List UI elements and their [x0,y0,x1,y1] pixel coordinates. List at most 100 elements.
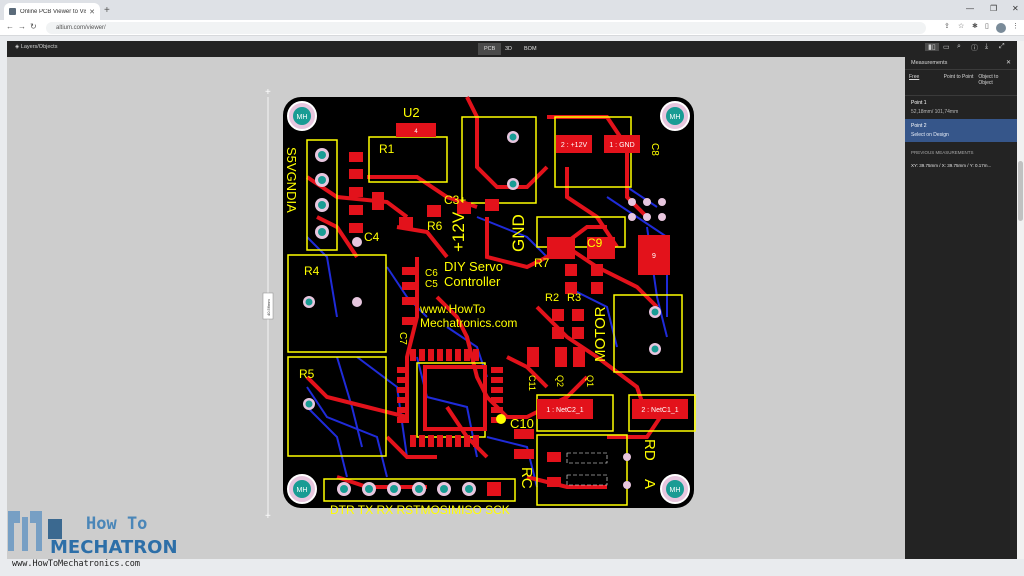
minimize-icon[interactable]: — [966,4,974,13]
label-r1: R1 [379,142,395,156]
url-field[interactable]: altium.com/viewer/ [46,22,926,34]
share-icon[interactable]: ⇪ [944,23,950,30]
reload-icon[interactable]: ↻ [30,22,37,31]
back-icon[interactable]: ← [6,22,14,31]
pcb-canvas[interactable]: + + 40.56mm [7,57,905,559]
previous-measurement-item[interactable]: XY: 39.75mm / X: 39.75mm / Y: 0.17m... [911,163,992,168]
label-12v: +12V [449,211,468,252]
measure-point-bottom: + [265,511,271,522]
layers-objects-button[interactable]: ◈ Layers/Objects [15,44,58,50]
smd-pads [349,123,688,487]
label-c10: C10 [510,416,534,431]
bookmark-star-icon[interactable]: ☆ [958,23,965,30]
mh-label: MH [297,487,308,494]
fullscreen-icon[interactable]: ⤢ [999,43,1005,50]
through-hole-pads [303,131,666,496]
label-servo-pins: S5VGNDIA [284,147,299,213]
tab-bom[interactable]: BOM [524,46,537,52]
label-c3: C3+ [444,193,466,207]
browser-menu-icon[interactable]: ⋮ [1012,23,1019,30]
board-website-line2: Mechatronics.com [420,316,517,330]
label-r5: R5 [299,367,315,381]
watermark-site: www.HowToMechatronics.com [12,559,140,569]
label-r7: R7 [534,256,550,270]
mh-label: MH [297,114,308,121]
label-r6: R6 [427,219,443,233]
close-tab-icon[interactable]: ✕ [89,8,95,16]
address-bar: ← → ↻ altium.com/viewer/ ⇪ ☆ ✱ ▯ ⋮ [0,20,1024,36]
site-favicon-icon [9,8,16,15]
comment-icon[interactable]: ▭ [943,44,950,51]
profile-avatar[interactable] [996,23,1006,33]
label-rd: RD [641,439,658,461]
label-r2: R2 [545,292,559,304]
pcb-board [283,97,694,508]
new-tab-icon[interactable]: + [104,5,110,16]
close-icon[interactable]: ✕ [1005,60,1011,66]
search-icon[interactable]: ⌕ [957,43,961,50]
browser-tab[interactable]: Online PCB Viewer to Visualize ... ✕ [4,3,100,20]
browser-tab-bar: Online PCB Viewer to Visualize ... ✕ + —… [0,0,1024,20]
board-title-line2: Controller [444,274,501,289]
pad-12v-label: 2 : +12V [561,142,588,149]
howtomechatronics-watermark: How To MECHATRONICS www.HowToMechatronic… [8,505,211,571]
mcu-chip [397,349,506,447]
point2-value: Select on Design [911,132,949,138]
extensions-icon[interactable]: ✱ [972,23,978,30]
label-rc: RC [518,467,535,489]
label-u2: U2 [403,105,420,120]
measurements-header: Measurements ✕ [905,57,1017,70]
label-c8: C8 [649,143,660,156]
mh-labels: MH MH MH MH [297,114,681,494]
label-c7: C7 [397,332,408,345]
measurement-modes: Free Point to Point Object to Object [905,70,1017,96]
dimension-tag [262,292,274,320]
info-icon[interactable]: ⓘ [971,45,978,52]
download-icon[interactable]: ⤓ [985,43,989,50]
label-a: A [641,479,658,489]
point1-label: Point 1 [911,100,927,106]
point2-row[interactable]: Point 2 Select on Design [905,119,1017,142]
mh-label: MH [670,114,681,121]
forward-icon[interactable]: → [18,22,26,31]
page-scrollbar[interactable] [1017,41,1024,559]
measurements-panel: Measurements ✕ Free Point to Point Objec… [905,57,1017,559]
silkscreen-labels: U2 R1 R4 R5 R6 R7 R2 R3 C3+ C4 C6 C5 C9 … [284,105,660,517]
tab-title: Online PCB Viewer to Visualize ... [20,8,86,15]
watermark-line1: How To [86,514,147,534]
pad-labels: 4 2 : +12V 1 : GND 1 : NetC2_1 2 : NetC1… [414,129,678,414]
board-title-line1: DIY Servo [444,259,503,274]
label-r4: R4 [304,264,320,278]
pad-9-label: 9 [652,253,656,260]
point1-row[interactable]: Point 1 52,18mm/ 101,74mm [905,96,1017,119]
close-window-icon[interactable]: ✕ [1012,4,1019,13]
mode-point-to-point[interactable]: Point to Point [943,74,974,80]
measure-point-top: + [265,87,271,98]
board-website-line1: www.HowTo [419,302,486,316]
switch-outlines [566,452,608,486]
maximize-icon[interactable]: ❐ [990,4,998,13]
page-footer [0,560,1024,576]
mode-free[interactable]: Free [909,74,920,80]
label-header-pins: DTR TX RX RSTMOSIMISO SCK [330,503,510,517]
watermark-logo: How To MECHATRONICS [8,511,211,558]
mode-object-to-object[interactable]: Object to Object [978,74,999,86]
measurements-title: Measurements [911,60,948,66]
previous-measurements: PREVIOUS MEASUREMENTS XY: 39.75mm / X: 3… [905,142,1017,168]
dimension-label: 40.56mm [266,299,271,316]
tab-pcb[interactable]: PCB [478,43,502,55]
label-q1: Q1 [585,375,595,387]
layers-label: Layers/Objects [20,44,58,50]
pcb-board-drawing[interactable]: + + 40.56mm [7,57,905,559]
label-c5: C5 [425,279,438,290]
measure-tool-icon[interactable]: ▮▯ [925,43,939,51]
pad-netc1-label: 2 : NetC1_1 [641,407,678,414]
watermark-line2: MECHATRONICS [50,537,176,558]
tab-3d[interactable]: 3D [505,46,513,52]
mh-label: MH [670,487,681,494]
mounting-holes [287,101,690,504]
pad-gnd-label: 1 : GND [609,142,634,149]
scrollbar-thumb[interactable] [1018,161,1023,221]
sidebar-icon[interactable]: ▯ [985,23,989,30]
pcb-viewer-app: ◈ Layers/Objects PCB 3D BOM ▮▯ ▭ ⌕ ⓘ ⤓ ⤢… [7,41,1017,559]
